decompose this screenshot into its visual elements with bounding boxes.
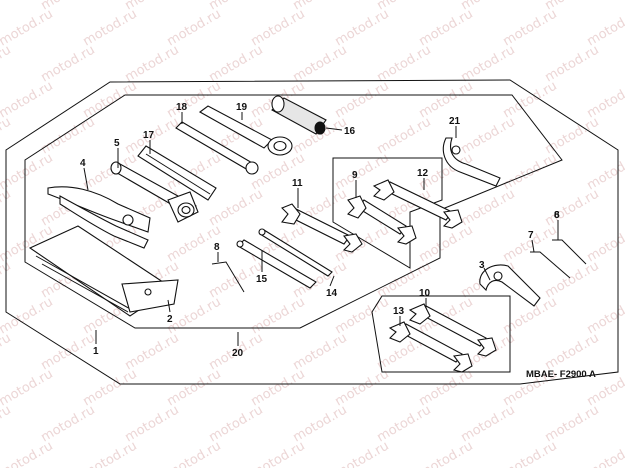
open-end-wrench-9 [347,195,417,245]
spark-plug-wrench [110,161,199,223]
open-end-wrench-12 [372,179,463,229]
callout-9: 9 [352,170,358,181]
open-end-wrench-11 [281,203,363,253]
pin-spanner-21 [442,137,501,187]
callout-21: 21 [449,116,461,127]
screwdriver-14 [258,228,333,277]
small-spanner-group-outline [371,295,511,373]
callout-3: 3 [479,260,485,271]
screwdriver-handle [271,95,327,135]
diagram-code: MBAE- F2900 A [526,369,596,380]
callout-4: 4 [80,158,86,169]
callout-19: 19 [236,102,248,113]
leader-lines [83,112,559,346]
callout-12: 12 [417,168,429,179]
tool-bag [28,225,179,317]
callout-20: 20 [232,348,244,359]
open-end-wrench-13 [388,321,473,373]
callout-1: 1 [93,346,99,357]
callout-18: 18 [176,102,188,113]
pin-spanner-3 [479,264,541,307]
callout-15: 15 [256,274,268,285]
hex-wrench-7 [530,251,571,279]
extension-bar [137,145,217,201]
inner-kit-outline [24,94,563,329]
open-end-wrench-10 [408,303,497,357]
callout-7: 7 [528,230,534,241]
callout-10: 10 [419,288,431,299]
pliers [47,186,151,249]
handle-bar [175,121,259,175]
callout-6: 6 [554,210,560,221]
callout-8-right: 8 [554,210,560,221]
callout-8-left: 8 [214,242,220,253]
callout-17: 17 [143,130,155,141]
callout-16: 16 [344,126,356,137]
callout-14: 14 [326,288,338,299]
hex-wrench-8-right [552,239,587,265]
hex-wrench-8-left [211,261,245,293]
callout-2: 2 [167,314,173,325]
spanner-group-outline [332,157,443,269]
callout-13: 13 [393,306,405,317]
callout-5: 5 [114,138,120,149]
callout-11: 11 [292,178,303,189]
screwdriver-15 [236,239,317,289]
box-wrench [198,105,293,156]
outer-kit-outline [5,79,619,385]
